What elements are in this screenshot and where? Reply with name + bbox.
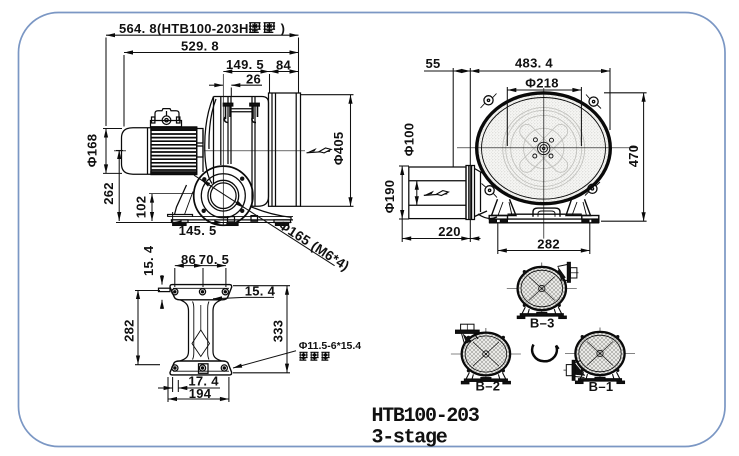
svg-text:333: 333 <box>271 320 286 343</box>
svg-text:B–2: B–2 <box>476 379 501 394</box>
svg-text:220: 220 <box>438 224 461 239</box>
svg-text:145. 5: 145. 5 <box>179 223 217 238</box>
svg-text:149. 5: 149. 5 <box>226 57 264 72</box>
svg-text:Φ168: Φ168 <box>85 134 100 168</box>
svg-text:529. 8: 529. 8 <box>181 39 219 54</box>
svg-text:282: 282 <box>122 319 137 342</box>
svg-text:102: 102 <box>134 196 149 219</box>
svg-text:564. 8(HTB100-203H: 564. 8(HTB100-203H <box>119 21 249 36</box>
svg-text:HTB100-203: HTB100-203 <box>372 405 479 428</box>
svg-text:Φ405: Φ405 <box>331 132 346 166</box>
svg-text:Φ190: Φ190 <box>382 180 397 214</box>
svg-text:483. 4: 483. 4 <box>515 56 553 71</box>
svg-text:86: 86 <box>181 252 196 267</box>
svg-text:26: 26 <box>246 72 261 87</box>
svg-text:15. 4: 15. 4 <box>141 245 156 276</box>
svg-text:70. 5: 70. 5 <box>199 252 229 267</box>
svg-text:194: 194 <box>189 386 212 401</box>
svg-text:B–1: B–1 <box>589 379 614 394</box>
svg-text:): ) <box>281 21 286 36</box>
svg-text:B–3: B–3 <box>530 316 555 331</box>
svg-text:470: 470 <box>626 145 641 168</box>
svg-text:55: 55 <box>425 56 440 71</box>
svg-text:Φ11.5-6*15.4: Φ11.5-6*15.4 <box>299 340 361 352</box>
svg-text:15. 4: 15. 4 <box>245 284 276 299</box>
svg-text:Φ218: Φ218 <box>525 76 559 91</box>
svg-text:17. 4: 17. 4 <box>188 374 219 389</box>
svg-text:282: 282 <box>537 237 560 252</box>
svg-text:Φ100: Φ100 <box>401 123 416 157</box>
svg-text:3-stage: 3-stage <box>372 427 448 450</box>
svg-text:262: 262 <box>101 182 116 205</box>
svg-text:84: 84 <box>276 58 292 73</box>
